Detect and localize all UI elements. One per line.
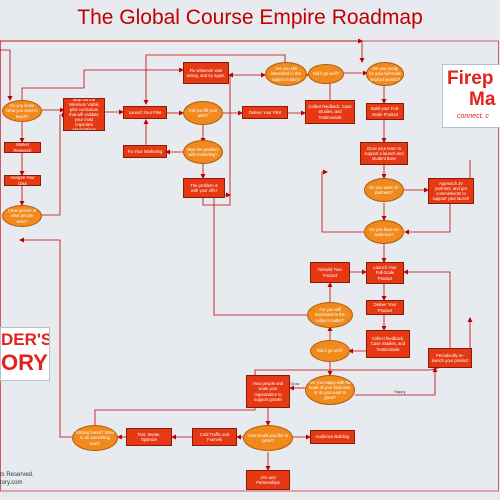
page-title: The Global Course Empire Roadmap bbox=[77, 6, 423, 29]
node-fix-marketing: Fix Your Marketing bbox=[123, 145, 167, 158]
node-go-well-2: Did it go well? bbox=[310, 340, 350, 362]
node-problem-offer: The problem is with your offer bbox=[183, 178, 225, 198]
node-rebuild: Rebuild Your Product bbox=[310, 262, 350, 283]
node-how-grow: How would you like to grow? bbox=[243, 425, 293, 451]
node-whatever-wrong: Fix whatever was wrong, and try again. bbox=[183, 62, 229, 84]
story-logo-text-2: ORY bbox=[1, 350, 48, 375]
node-analyze-data: Analyze Your Data bbox=[4, 175, 41, 186]
node-launch-full: Launch Your Full-Scale Product bbox=[366, 262, 404, 284]
node-test-iterate: Test, Iterate, Optimize bbox=[126, 428, 172, 446]
node-approach-jv: Approach JV partners, and get commitment… bbox=[428, 178, 474, 204]
node-cold-traffic: Cold Traffic and Funnels bbox=[192, 428, 237, 446]
node-jvs: JVs and Partnerships bbox=[246, 470, 290, 490]
node-market-research: Market Research bbox=[4, 142, 41, 153]
node-problem-marketing: Was the problem with marketing? bbox=[183, 140, 223, 164]
node-happy: Are you happy with the scale of your bus… bbox=[305, 375, 355, 405]
node-audience-building: Audience Building bbox=[310, 430, 355, 444]
logo-text-1: Firep bbox=[447, 68, 494, 89]
node-how-scale: How people and scale your organization t… bbox=[246, 375, 290, 408]
footer-rights: ts Reserved. bbox=[0, 472, 34, 478]
node-been-audience: Do you have an audience? bbox=[364, 220, 404, 244]
node-still-interested-2: Are you still interested in the subject … bbox=[307, 302, 353, 328]
footer-url: tory.com bbox=[0, 480, 23, 486]
story-logo-text-1: DER'S bbox=[1, 330, 50, 349]
bored-to-left-frame bbox=[19, 237, 72, 438]
node-build-full: Build your Full-Scale Product bbox=[366, 103, 404, 120]
logo-tagline: connect. c bbox=[457, 113, 489, 120]
frame-left-loop bbox=[0, 49, 13, 101]
interested2-to-left bbox=[213, 192, 310, 316]
node-clear-picture: Clear picture of what people want? bbox=[2, 205, 42, 227]
node-still-interested-1: Are you still interested in this subject… bbox=[265, 62, 307, 86]
node-grow-team: Grow your team to support a launch and s… bbox=[360, 142, 408, 165]
approach-to-audience bbox=[404, 203, 451, 235]
bored-to-relaunch bbox=[94, 317, 473, 425]
node-ready-full: Are you ready for your full-scale produc… bbox=[366, 62, 404, 86]
happy-to-relaunch bbox=[355, 367, 438, 396]
node-want-jv: Do you want JV partners? bbox=[364, 178, 404, 202]
know-topline bbox=[21, 67, 184, 100]
logo-text-2: Ma bbox=[469, 89, 496, 110]
node-go-well-1: Did it go well? bbox=[308, 64, 344, 84]
node-getting-bored: Getting bored? Want to do something new? bbox=[72, 425, 118, 451]
node-launch-pilot: Launch Your Pilot bbox=[123, 106, 167, 119]
edge-label-grow: Grow bbox=[290, 381, 300, 386]
interested-to-launch bbox=[143, 54, 286, 105]
node-collect-feedback-1: Collect feedback, Case Studies, and Test… bbox=[305, 100, 355, 124]
node-deliver-pilot: Deliver Your Pilot bbox=[242, 106, 288, 119]
node-know-teach: Do you know what you want to teach? bbox=[2, 100, 42, 122]
story-logo: DER'S ORY bbox=[0, 327, 50, 381]
node-collect-feedback-2: Collect feedback, Case Studies, and Test… bbox=[366, 330, 410, 358]
diagram-frame bbox=[0, 40, 499, 492]
node-relaunch: Periodically re-launch your product bbox=[428, 348, 472, 368]
node-map-curriculum: Map out the Minimum Viable pilot curricu… bbox=[63, 98, 105, 131]
audience-left-loop bbox=[321, 169, 364, 233]
node-fill-pilot: Did you fill your pilot? bbox=[183, 101, 223, 125]
firepole-logo: Firep Ma connect. c bbox=[442, 64, 500, 128]
relaunch-to-launch bbox=[403, 269, 451, 348]
edge-label-happy: Happy bbox=[394, 389, 406, 394]
node-deliver-full: Deliver Your Product bbox=[366, 300, 404, 315]
